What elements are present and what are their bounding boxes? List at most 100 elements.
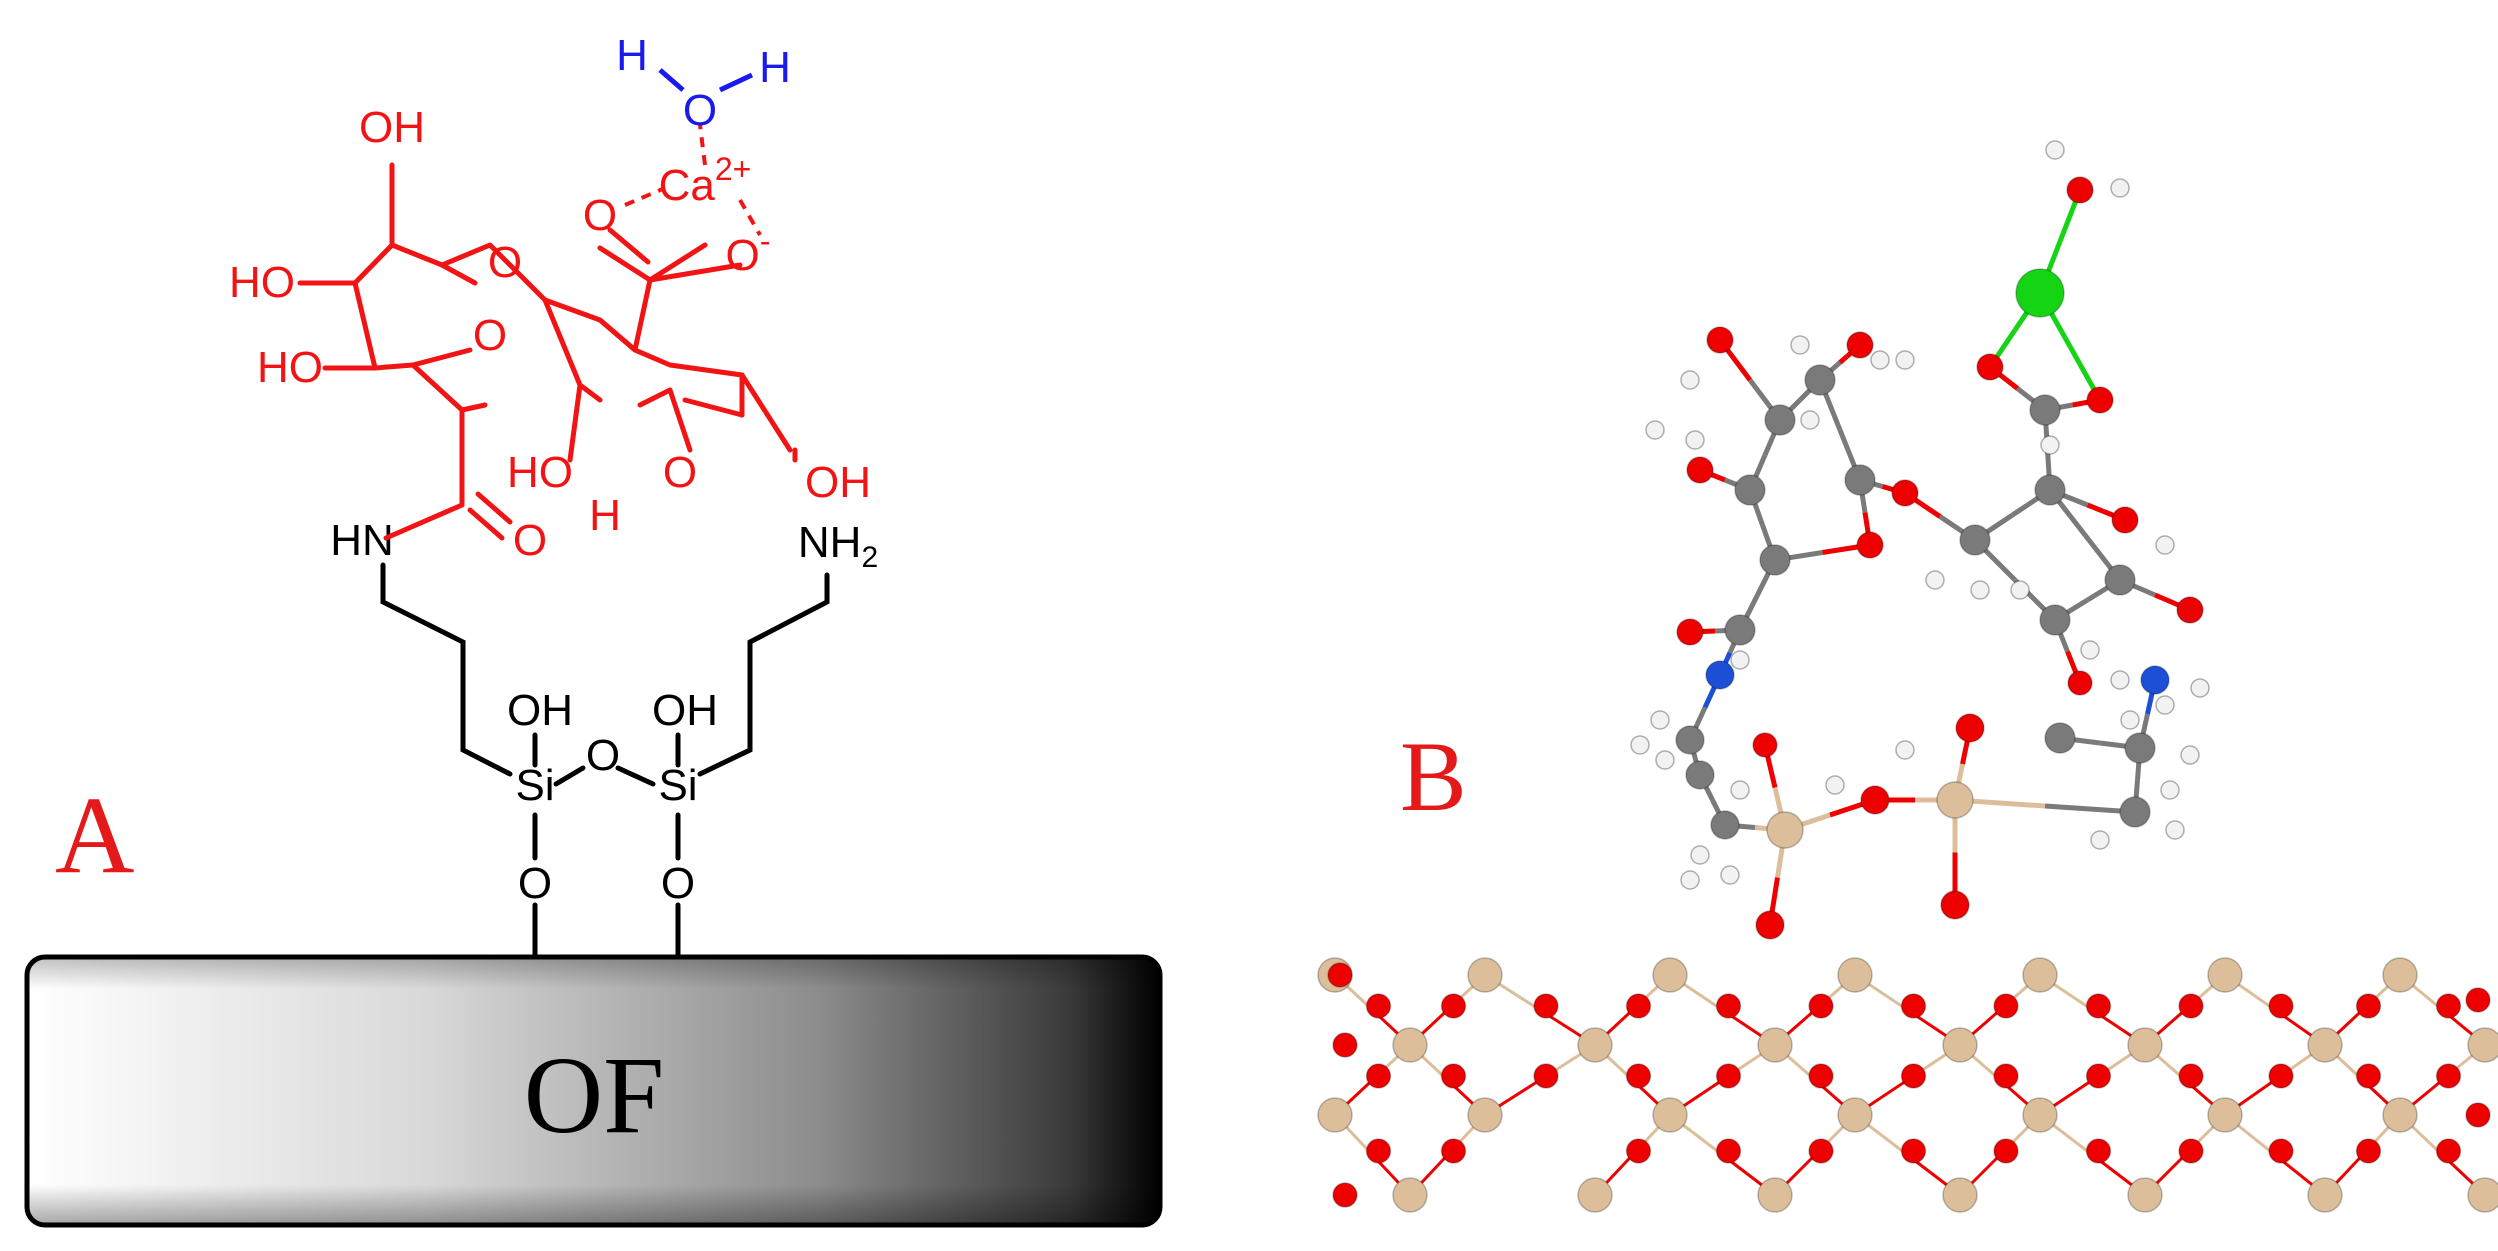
oxygen-atom (1993, 993, 2019, 1019)
silicon-atom (1757, 1177, 1793, 1213)
nitrogen-atom (2140, 665, 2170, 695)
oxygen-atom (2355, 993, 2382, 1019)
oxygen-atom (1440, 1063, 1467, 1089)
silane-labels: Si Si O OH OH O O HN NH2 (330, 516, 878, 908)
sugar-h: H (589, 491, 621, 540)
oxygen-atom (1440, 1138, 1467, 1164)
calcium-ion: Ca2+ (659, 151, 752, 210)
oxygen-atom (1846, 331, 1874, 359)
oxygen-atom (2176, 596, 2204, 624)
oxygen-atom (1365, 993, 1392, 1019)
silicon-atom (2127, 1177, 2163, 1213)
hydrogen-atom (2180, 745, 2200, 765)
oxygen-atom (1860, 785, 1890, 815)
carbon-atom (1675, 725, 1705, 755)
oxygen-atom (2435, 993, 2462, 1019)
hydrogen-atom (1730, 780, 1750, 800)
hydrogen-atom (1655, 750, 1675, 770)
oxygen-atom (1533, 993, 1559, 1019)
of-substrate: OF (24, 954, 1163, 1228)
carbon-atom (2104, 564, 2136, 596)
oxygen-atom (2435, 1138, 2462, 1164)
silicon-atom (1942, 1027, 1978, 1063)
hydrogen-atom (2040, 435, 2060, 455)
oxygen-atom (1976, 353, 2004, 381)
si-oh-right: OH (652, 686, 718, 735)
silane-linker (380, 562, 830, 960)
oxygen-atom (1900, 993, 1927, 1019)
glycosidic-o: O (488, 238, 522, 287)
silicon-atom (1766, 811, 1804, 849)
carboxylate-o: O- (726, 223, 771, 280)
hydrogen-atom (1720, 865, 1740, 885)
sugar-ho-3: HO (507, 448, 573, 497)
hydrogen-atom (1685, 430, 1705, 450)
oxygen-atom (1327, 962, 1353, 988)
oxygen-atom (2435, 1063, 2462, 1089)
oxygen-atom (1365, 1063, 1392, 1089)
silicon-atom (1936, 781, 1974, 819)
oxygen-atom (1715, 993, 1742, 1019)
water-h-left: H (616, 31, 648, 80)
water-molecule: H O H (616, 31, 791, 135)
panel-a-label: A (55, 774, 134, 896)
nitrogen-atom (1705, 660, 1735, 690)
water-h-right: H (759, 43, 791, 92)
hydrogen-atom (1650, 710, 1670, 730)
carbon-atom (1804, 364, 1836, 396)
hydrogen-atom (1870, 350, 1890, 370)
adsorbed-molecule (1630, 140, 2210, 940)
silicon-atom (1837, 1097, 1873, 1133)
oxygen-atom (1686, 456, 1714, 484)
oxygen-atom (1900, 1063, 1927, 1089)
hydrogen-atom (1800, 410, 1820, 430)
oxygen-atom (1332, 1032, 1358, 1058)
oxygen-atom (2111, 506, 2139, 534)
oxygen-atom (2178, 993, 2204, 1019)
hydrogen-atom (1970, 580, 1990, 600)
si-oh-left: OH (507, 686, 573, 735)
hydrogen-atom (2155, 695, 2175, 715)
sugar-oh-top: OH (359, 103, 425, 152)
hydrogen-atom (2165, 820, 2185, 840)
oxygen-atom (1808, 993, 1834, 1019)
amide-hn: HN (330, 516, 394, 565)
hydrogen-atom (1790, 335, 1810, 355)
silicon-atom (1942, 1177, 1978, 1213)
oxygen-atom (1440, 993, 1467, 1019)
oxygen-atom (1891, 479, 1919, 507)
ring-o-left: O (473, 311, 507, 360)
hydrogen-atom (2190, 678, 2210, 698)
oxygen-atom (1625, 993, 1652, 1019)
silicon-atom (1467, 1097, 1503, 1133)
hydrogen-atom (2090, 830, 2110, 850)
silicon-atom (1757, 1027, 1793, 1063)
silicon-atom (2467, 1027, 2498, 1063)
oxygen-atom (2465, 1102, 2491, 1128)
oxygen-atom (2355, 1063, 2382, 1089)
oxygen-atom (2086, 386, 2114, 414)
oxygen-atom (2067, 670, 2093, 696)
silicon-atom (1392, 1177, 1428, 1213)
oxygen-atom (1365, 1138, 1392, 1164)
hydrogen-atom (1680, 370, 1700, 390)
silicon-atom (1837, 957, 1873, 993)
oxygen-atom (1755, 910, 1785, 940)
carbon-atom (1959, 524, 1991, 556)
silicon-atom (2022, 957, 2058, 993)
silicon-atom (2022, 1097, 2058, 1133)
silicon-atom (2382, 1097, 2418, 1133)
hydrogen-atom (2110, 670, 2130, 690)
amine-nh2: NH2 (798, 518, 878, 574)
oxygen-atom (1808, 1138, 1834, 1164)
hydrogen-atom (1895, 350, 1915, 370)
coordination-bonds (624, 124, 762, 236)
carbon-atom (2124, 732, 2156, 764)
hydrogen-atom (1630, 735, 1650, 755)
substrate-label: OF (524, 1034, 665, 1156)
hydrogen-atom (1925, 570, 1945, 590)
surface-o-right: O (661, 859, 695, 908)
hydrogen-atom (2080, 640, 2100, 660)
panel-b-label: B (1400, 721, 1467, 832)
oxygen-atom (2465, 987, 2491, 1013)
